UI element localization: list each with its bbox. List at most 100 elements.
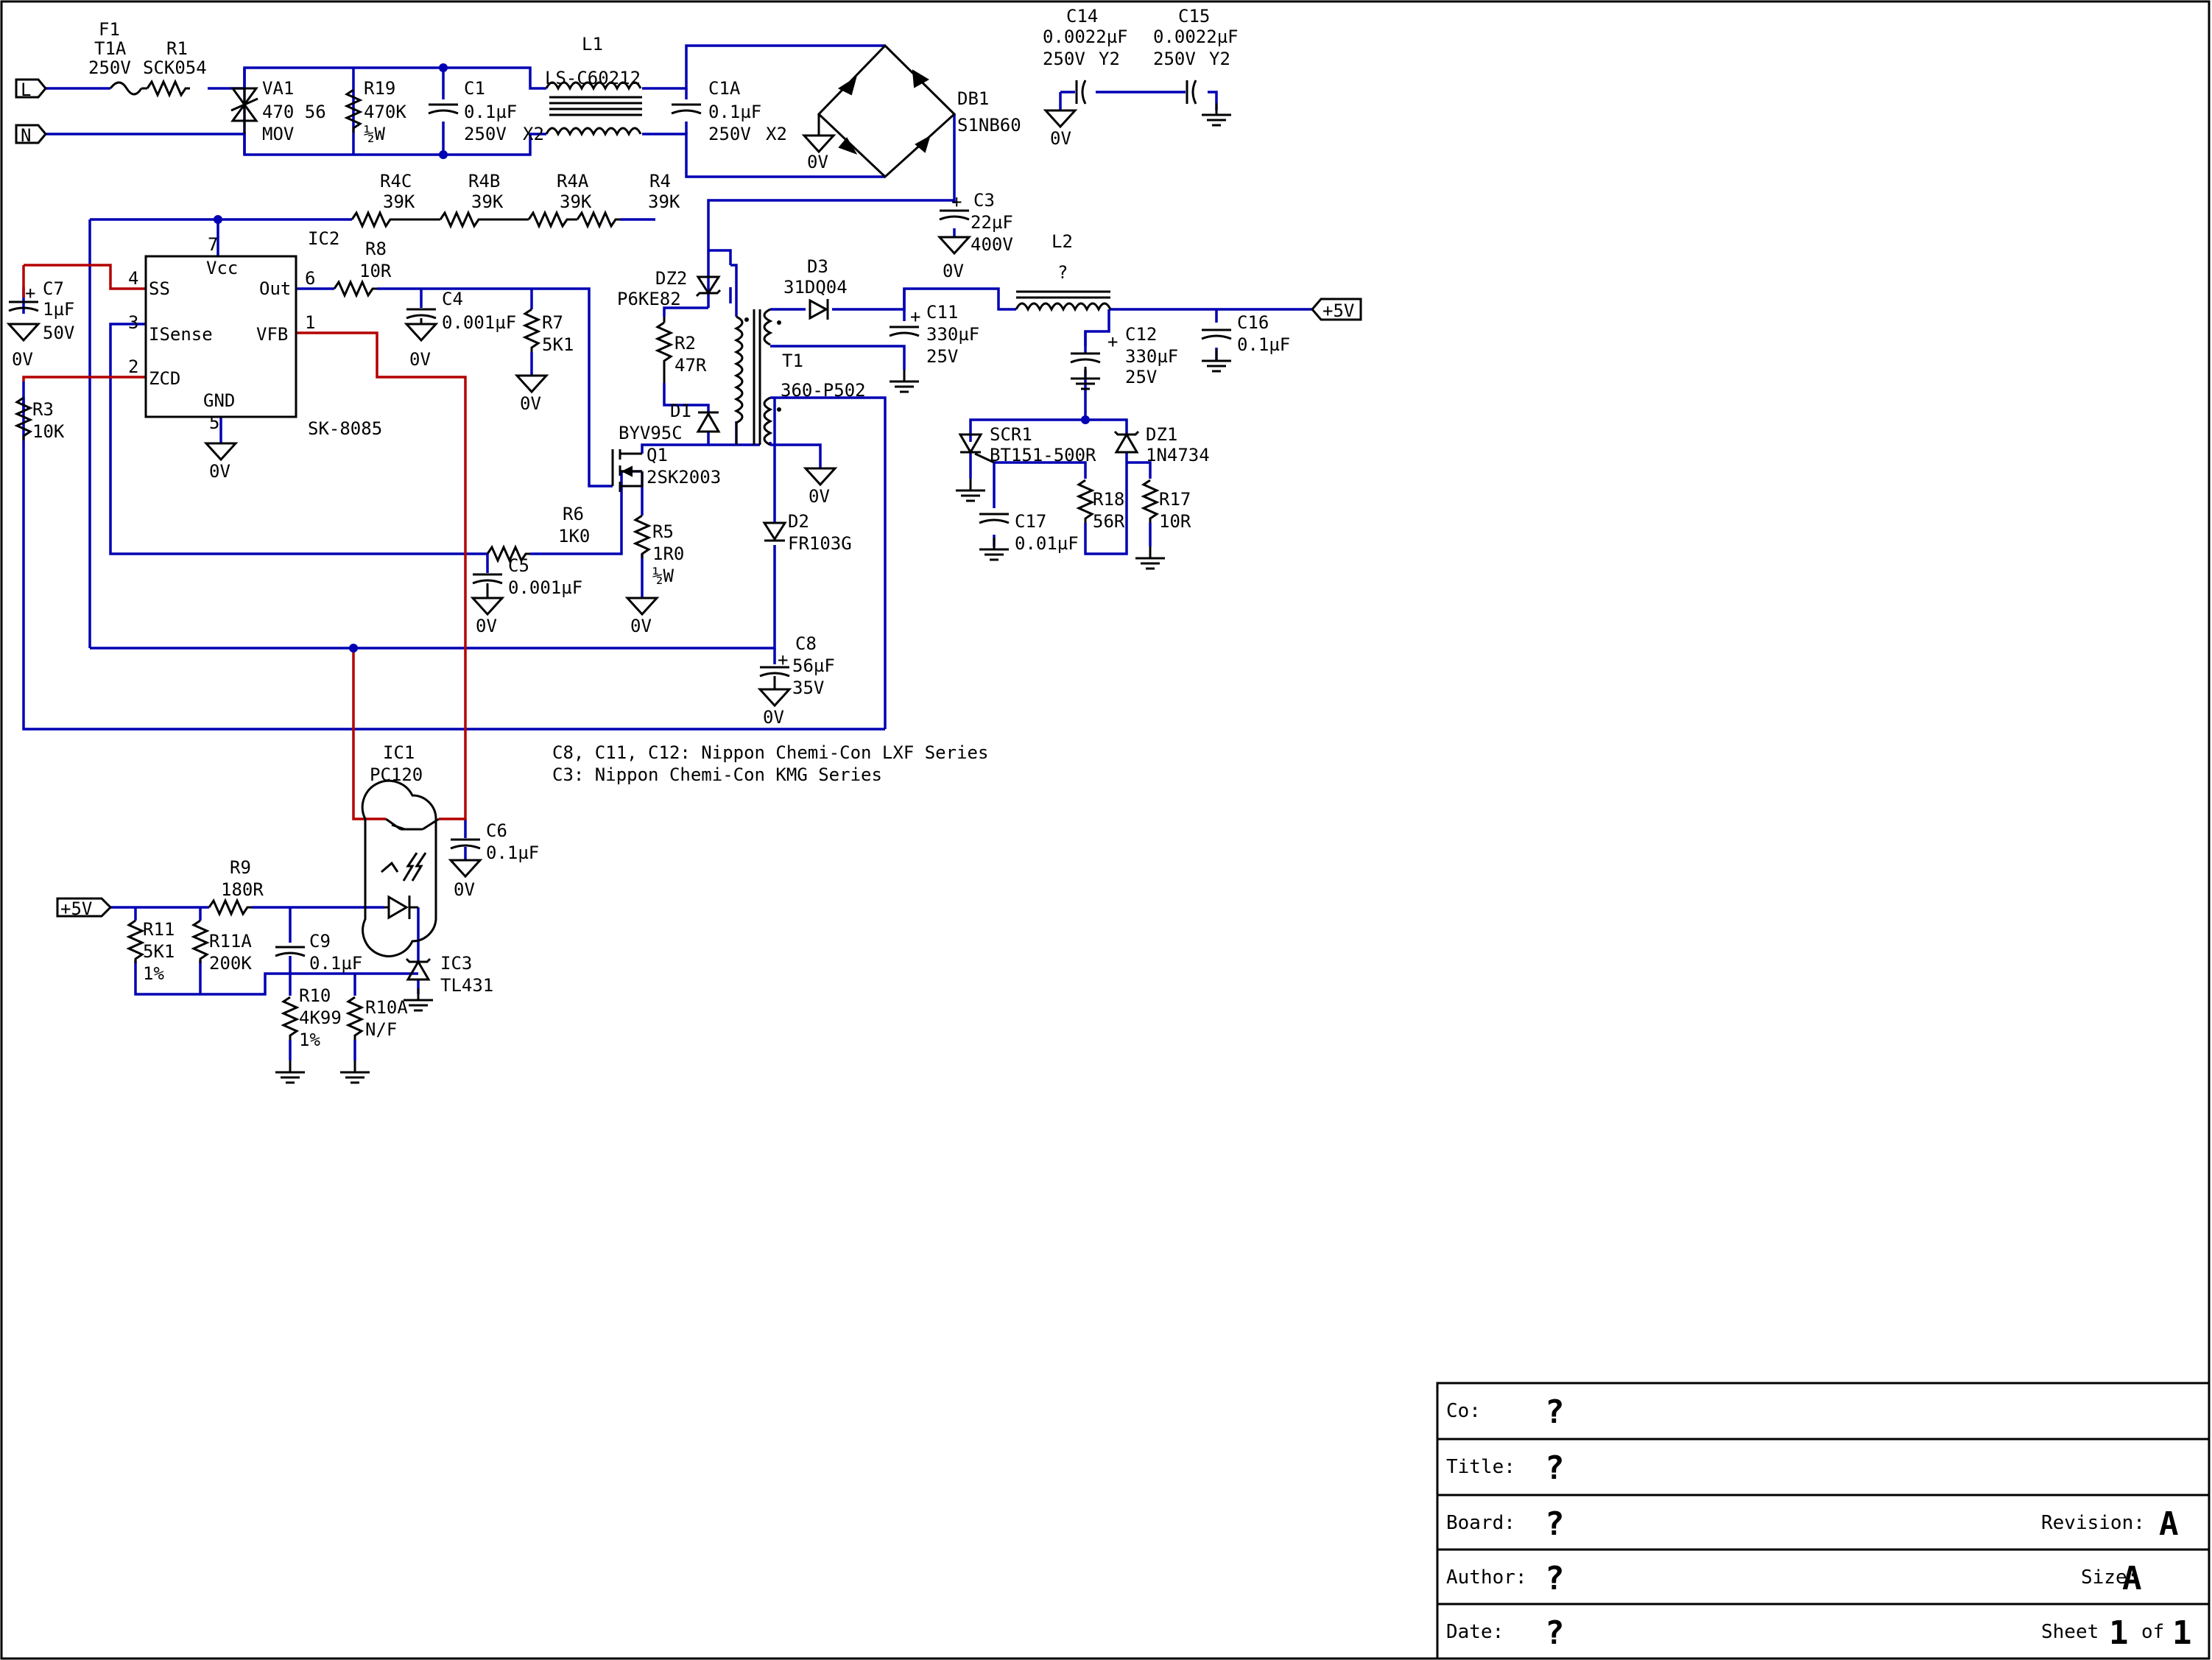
components-dz2-value-label: P6KE82 <box>617 289 681 309</box>
resistor-R11A: R11A 200K <box>192 919 252 974</box>
note-lxf: C8, C11, C12: Nippon Chemi-Con LXF Serie… <box>552 742 988 763</box>
components-r4a-ref-label: R4A <box>557 171 589 191</box>
components-ic2-pins-zcd-label: ZCD <box>149 368 180 389</box>
components-db1-ref-label: DB1 <box>957 88 989 109</box>
polarity_mark-label: + <box>951 191 962 212</box>
components-c4-ref-label: C4 <box>442 289 463 309</box>
zener-DZ1: DZ1 1N4734 <box>1113 424 1210 465</box>
components-c16-value-label: 0.1µF <box>1237 334 1290 355</box>
port-vout-label: +5V <box>1322 300 1354 321</box>
components-dz1-value-label: 1N4734 <box>1146 445 1210 465</box>
components-r11-ref-label: R11 <box>143 919 175 940</box>
components-t1-value-label: 360-P502 <box>781 380 866 401</box>
components-ic2-pin_nums-gnd-label: 5 <box>209 412 219 433</box>
polarity_mark-label: + <box>778 650 788 670</box>
components-d1-value-label: BYV95C <box>619 423 683 443</box>
capacitor-C7: + 0V C7 1µF 50V <box>7 265 74 370</box>
components-r1-value-label: SCK054 <box>143 57 207 78</box>
components-r5-l2-label: ½W <box>652 566 674 586</box>
components-c17-value-label: 0.01µF <box>1015 533 1079 554</box>
components-r10-ref-label: R10 <box>299 985 331 1006</box>
components-c7-l2-label: 50V <box>43 323 74 343</box>
diode-D3: D3 31DQ04 <box>783 256 848 320</box>
size-value: A <box>2122 1560 2142 1597</box>
components-c14-l3-label: Y2 <box>1099 49 1120 69</box>
components-ic2-pin_nums-out-label: 6 <box>305 268 315 289</box>
components-c5-value-label: 0.001µF <box>508 577 582 598</box>
revision-label: Revision: <box>2041 1512 2145 1534</box>
capacitor-C14: 0V C14 0.0022µF 250V Y2 <box>1043 6 1128 149</box>
components-ic2-pins-isense-label: ISense <box>149 324 213 345</box>
capacitor-C15: C15 0.0022µF 250V Y2 <box>1153 6 1239 127</box>
components-va1-ref-label: VA1 <box>262 78 294 99</box>
capacitor-C3: + 0V C3 22µF 400V <box>938 190 1013 281</box>
components-r2-value-label: 47R <box>674 355 707 376</box>
components-r2-ref-label: R2 <box>674 333 696 354</box>
components-r8-ref-label: R8 <box>365 239 387 259</box>
components-l2-value-label: ? <box>1057 262 1068 283</box>
resistor-R4: R4 39K <box>576 171 680 228</box>
components-t1-ref-label: T1 <box>782 351 803 371</box>
capacitor-C17: C17 0.01µF <box>978 511 1079 561</box>
components-c16-ref-label: C16 <box>1237 312 1269 333</box>
components-c7-l1-label: 1µF <box>43 299 74 320</box>
inductor-L2: L2 ? <box>1015 231 1112 312</box>
components-ic1-value-label: PC120 <box>370 764 423 785</box>
components-q1-ref-label: Q1 <box>647 445 668 465</box>
resistor-R7: 0V R7 5K1 <box>515 308 574 414</box>
resistor-R6: R6 1K0 <box>486 504 590 562</box>
components-dz2-ref-label: DZ2 <box>655 268 687 289</box>
resistor-R3: R3 10K <box>15 396 65 442</box>
junctions <box>214 63 1090 653</box>
components-r10-l1-label: 4K99 <box>299 1007 342 1028</box>
components-c1-l2-label: 250V <box>464 124 507 144</box>
ground_label-label: 0V <box>1050 128 1071 149</box>
components-c3-l1-label: 22µF <box>971 212 1013 233</box>
components-r10a-value-label: N/F <box>365 1019 397 1040</box>
components-l2-ref-label: L2 <box>1052 231 1073 252</box>
components-c8-l2-label: 35V <box>792 678 824 698</box>
resistor-R2: R2 47R <box>656 317 707 383</box>
size-label: Size: <box>2081 1566 2138 1589</box>
components-l1-ref-label: L1 <box>582 34 603 54</box>
components-ic2-pin_nums-zcd-label: 2 <box>128 356 138 377</box>
mosfet-Q1: Q1 2SK2003 <box>611 445 721 492</box>
components-c8-l1-label: 56µF <box>792 655 835 676</box>
components-ic2-pins-out-label: Out <box>259 278 291 299</box>
resistor-R9: R9 180R <box>208 857 264 915</box>
components-d2-ref-label: D2 <box>788 511 809 532</box>
components-r9-value-label: 180R <box>221 879 264 900</box>
components-ic2-pin_nums-vfb-label: 1 <box>305 312 315 333</box>
components-l1-value-label: LS-C60212 <box>545 68 641 88</box>
title-label: Title: <box>1446 1456 1515 1478</box>
components-r7-ref-label: R7 <box>542 312 563 333</box>
components-c3-ref-label: C3 <box>973 190 995 211</box>
capacitor-C9: C9 0.1µF <box>274 931 362 974</box>
components-r11a-value-label: 200K <box>209 953 252 974</box>
components-r19-l2-label: ½W <box>364 124 385 144</box>
components-r10a-ref-label: R10A <box>365 997 408 1018</box>
ic-IC2: Vcc SS Out ISense VFB ZCD GND 7 4 6 3 1 … <box>128 228 382 482</box>
resistor-R10A: R10A N/F <box>339 996 408 1084</box>
polarity_mark-label: + <box>1107 331 1118 352</box>
capacitor-C12: + C12 330µF 25V <box>1069 324 1178 390</box>
wires <box>22 44 1312 1061</box>
components-ic2-value-label: SK-8085 <box>308 418 382 439</box>
transformer-T1: T1 360-P502 0V <box>733 308 866 507</box>
resistor-R10: R10 4K99 1% <box>274 985 342 1084</box>
components-r1-ref-label: R1 <box>166 38 188 59</box>
components-r9-ref-label: R9 <box>230 857 251 878</box>
diode-D1: D1 BYV95C <box>619 401 721 443</box>
components-d3-value-label: 31DQ04 <box>783 277 848 298</box>
resistor-R5: 0V R5 1R0 ½W <box>626 514 684 636</box>
ground_label-label: 0V <box>12 349 33 370</box>
sheet-value: 1 <box>2109 1614 2129 1652</box>
shunt-IC3: IC3 TL431 <box>402 953 493 1012</box>
components-db1-value-label: S1NB60 <box>957 115 1021 136</box>
components-c14-ref-label: C14 <box>1066 6 1098 27</box>
ground_label-label: 0V <box>476 616 497 636</box>
components-r11a-ref-label: R11A <box>209 931 252 952</box>
components-ic2-pins-ss-label: SS <box>149 278 170 299</box>
components-c11-l1-label: 330µF <box>926 324 979 345</box>
